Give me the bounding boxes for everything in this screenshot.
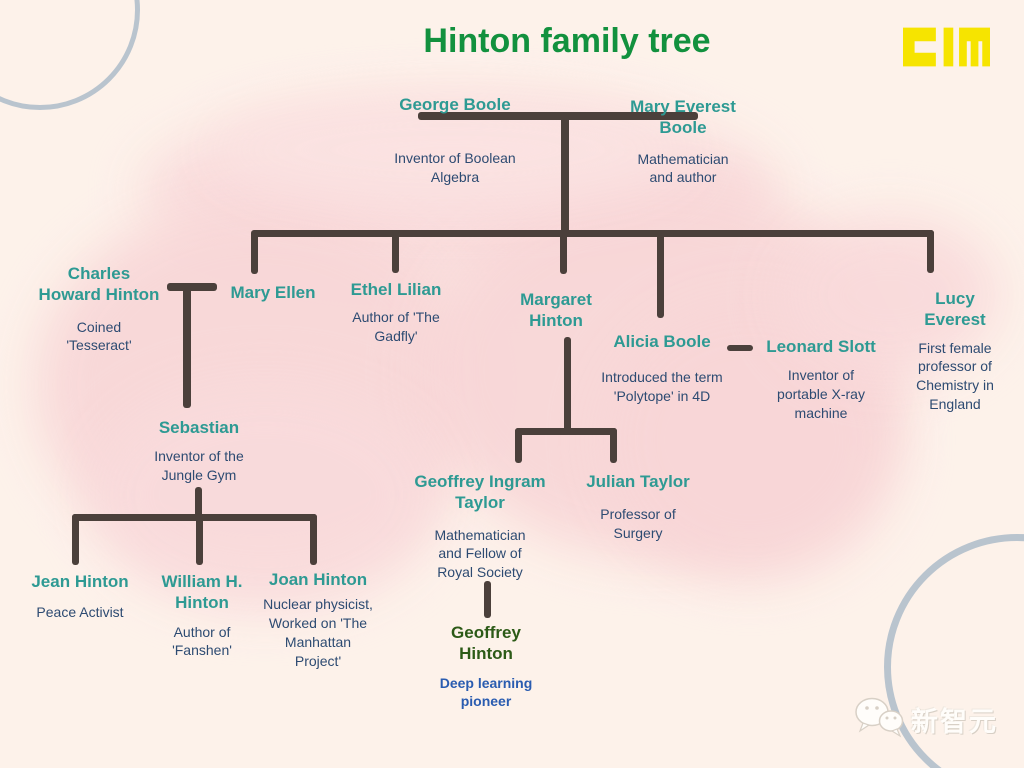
person-margaret-hinton: Margaret Hinton [520,289,592,332]
connector-drop-geoffrey-hinton [484,581,491,618]
person-name: Margaret Hinton [520,290,592,331]
person-geoffrey-ingram-taylor: Geoffrey Ingram Taylor Mathematician and… [414,471,545,582]
person-description: Professor of Surgery [600,506,676,542]
person-geoffrey-hinton: Geoffrey Hinton Deep learning pioneer [440,622,533,711]
person-name: Geoffrey Hinton [451,623,521,664]
person-description: Inventor of portable X-ray machine [777,367,865,422]
connector-drop-joan [310,514,317,565]
person-charles-howard-hinton: Charles Howard Hinton Coined 'Tesseract' [39,263,160,355]
person-name: Mary Ellen [230,283,316,302]
connector-sebastian-children-bar [72,514,317,521]
watermark: 新智元 [853,694,998,745]
person-william-h-hinton: William H. Hinton Author of 'Fanshen' [161,571,242,660]
connector-marriage-george-mary [418,112,698,120]
person-lucy-everest: Lucy Everest First female professor of C… [916,288,994,414]
person-george-boole: George Boole Inventor of Boolean Algebra [394,94,515,187]
wechat-icon [853,694,905,745]
person-name: Joan Hinton [268,570,368,589]
page-title: Hinton family tree [423,22,711,60]
connector-drop-sebastian-children [195,487,202,519]
person-leonard-slott: Leonard Slott Inventor of portable X-ray… [766,336,876,423]
connector-drop-mary-ellen [251,230,258,274]
connector-drop-margaret [560,230,567,274]
person-description: Coined 'Tesseract' [66,318,132,354]
person-description: Deep learning pioneer [439,674,533,710]
connector-drop-william [196,514,203,565]
watercolor-blob [780,215,1000,375]
person-description: Inventor of Boolean Algebra [394,150,516,186]
person-name: Charles Howard Hinton [38,264,160,305]
person-name: William H. Hinton [161,572,243,613]
person-description: Peace Activist [36,604,124,621]
person-joan-hinton: Joan Hinton Nuclear physicist, Worked on… [263,569,373,671]
person-description: Mathematician and Fellow of Royal Societ… [434,526,526,581]
person-description: Author of 'Fanshen' [172,623,232,659]
person-jean-hinton: Jean Hinton Peace Activist [31,571,128,622]
connector-drop-jean [72,514,79,565]
person-description: Introduced the term 'Polytope' in 4D [601,369,723,405]
connector-sibling-bar [252,230,934,237]
connector-marriage-charles-maryellen [167,283,217,291]
person-description: Mathematician and author [637,150,729,186]
person-name: Leonard Slott [766,337,876,356]
watermark-text: 新智元 [911,707,998,737]
person-description: Author of 'The Gadfly' [352,309,440,345]
person-name: Julian Taylor [586,472,690,491]
person-description: Inventor of the Jungle Gym [154,448,244,484]
person-mary-ellen: Mary Ellen [230,282,315,303]
connector-drop-julian [610,428,617,463]
connector-drop-geoffrey-ingram [515,428,522,463]
person-name: Mary Everest Boole [630,97,736,138]
aim-logo [903,27,990,72]
connector-drop-ethel [392,230,399,273]
person-julian-taylor: Julian Taylor Professor of Surgery [586,471,690,543]
person-name: Ethel Lilian [350,280,442,299]
person-alicia-boole: Alicia Boole Introduced the term 'Polyto… [601,331,722,406]
connector-drop-margaret-children [564,337,571,432]
connector-drop-alicia [657,230,664,318]
person-name: George Boole [399,95,511,114]
person-name: Alicia Boole [613,332,711,351]
person-name: Lucy Everest [924,289,986,330]
connector-taylor-children-bar [515,428,617,435]
connector-drop-charles-sebastian [183,283,191,408]
person-sebastian: Sebastian Inventor of the Jungle Gym [154,417,244,485]
watercolor-blob [90,380,440,610]
person-description: First female professor of Chemistry in E… [916,339,994,413]
person-description: Nuclear physicist, Worked on 'The Manhat… [263,596,373,669]
person-mary-everest-boole: Mary Everest Boole Mathematician and aut… [630,96,736,187]
decor-circle-top-left [0,0,140,110]
person-name: Jean Hinton [31,572,129,591]
connector-drop-lucy [927,230,934,273]
person-name: Sebastian [158,418,240,437]
connector-marriage-alicia-leonard [727,345,753,351]
person-name: Geoffrey Ingram Taylor [414,472,546,513]
person-ethel-lilian: Ethel Lilian Author of 'The Gadfly' [351,279,442,346]
connector-drop-george-mary [561,112,569,237]
